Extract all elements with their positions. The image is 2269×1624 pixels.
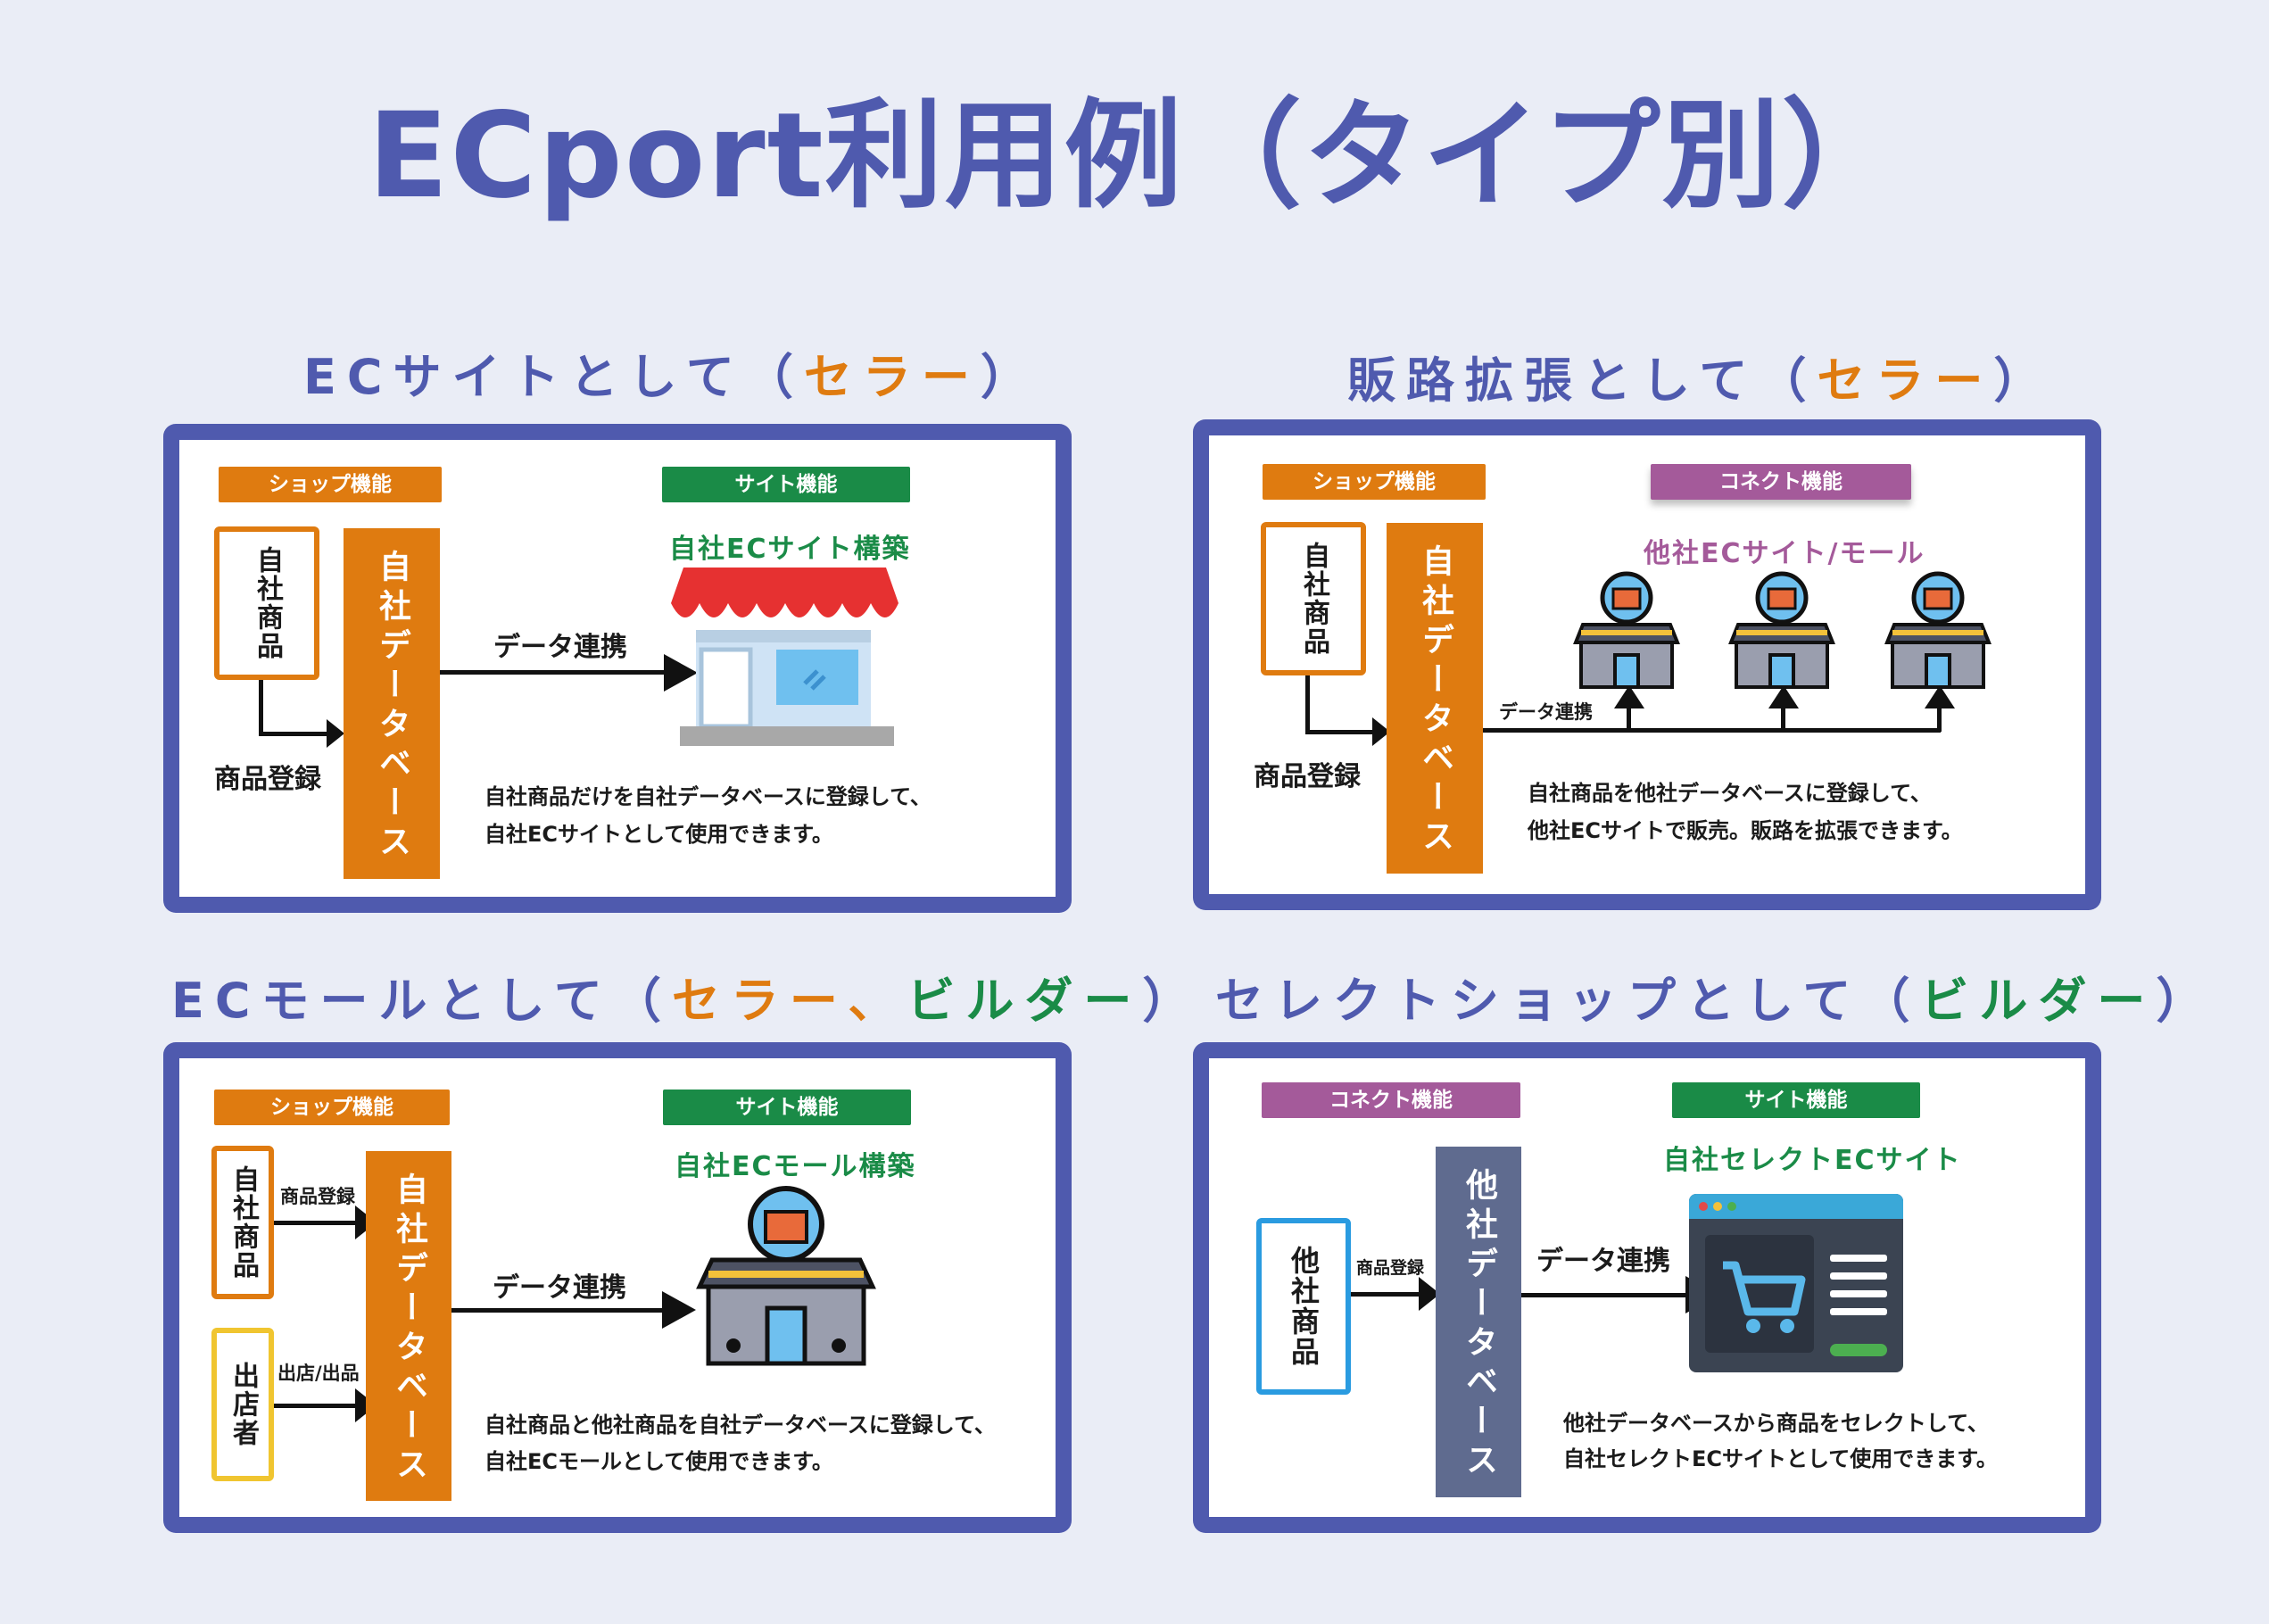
own-products-label: 自社商品 (228, 1165, 259, 1280)
database-label: 他社データベース (1461, 1168, 1497, 1482)
database-label: 自社データベース (1417, 544, 1453, 858)
page-title: ECport利用例（タイプ別） (368, 87, 1901, 225)
listing-label: 出店/出品 (277, 1363, 360, 1384)
tag-shop-function: ショップ機能 (214, 1090, 450, 1125)
web-cart-window-icon (1689, 1194, 1903, 1372)
connector-line (1351, 1292, 1422, 1297)
connector-line (1937, 705, 1942, 732)
own-database-bar: 自社データベース (366, 1151, 451, 1501)
connector-line (259, 680, 263, 735)
description-line: 自社商品だけを自社データベースに登録して、 (484, 784, 932, 809)
mall-building-icon (1884, 571, 1992, 689)
data-link-line (1521, 1293, 1687, 1297)
data-link-label: データ連携 (1536, 1246, 1670, 1277)
other-products-box: 他社商品 (1256, 1218, 1351, 1395)
own-database-bar: 自社データベース (344, 528, 440, 879)
section-title-close: ） (980, 349, 1039, 405)
section-title-close: ） (1993, 352, 2053, 409)
connector-line (274, 1221, 359, 1225)
section-title-text: セレクトショップとして（ (1215, 973, 1921, 1029)
connector-line (1305, 730, 1377, 734)
section-title-select-shop: セレクトショップとして（ビルダー） (1215, 970, 2215, 1032)
description-line: 他社データベースから商品をセレクトして、 (1563, 1411, 1989, 1436)
connector-line (1781, 705, 1785, 732)
own-products-box: 自社商品 (1261, 522, 1366, 675)
tag-site-function: サイト機能 (662, 467, 910, 502)
database-label: 自社データベース (374, 550, 410, 864)
own-products-label: 自社商品 (1298, 542, 1329, 656)
description-line: 自社ECモールとして使用できます。 (484, 1449, 833, 1474)
description-line: 自社セレクトECサイトとして使用できます。 (1563, 1446, 1998, 1471)
data-link-label: データ連携 (1499, 701, 1593, 723)
data-link-line (1483, 728, 1941, 733)
separator: 、 (848, 973, 907, 1029)
own-database-bar: 自社データベース (1387, 523, 1483, 874)
description-line: 他社ECサイトで販売。販路を拡張できます。 (1528, 818, 1963, 843)
seller-highlight: セラー (671, 973, 849, 1029)
section-title-text: 販路拡張として（ (1347, 352, 1818, 409)
section-title-ec-mall: ECモールとして（セラー、ビルダー） (171, 970, 1201, 1032)
caption-other-ec-sites: 他社ECサイト/モール (1644, 538, 1925, 569)
arrow-up-icon (1925, 685, 1955, 708)
tag-site-function: サイト機能 (663, 1090, 911, 1125)
builder-highlight: ビルダー (1920, 973, 2157, 1029)
register-label: 商品登録 (1356, 1258, 1425, 1278)
connector-line (1305, 675, 1310, 733)
seller-box: 出店者 (211, 1328, 274, 1481)
data-link-label: データ連携 (493, 632, 627, 663)
register-label: 商品登録 (214, 764, 321, 795)
arrow-up-icon (1614, 685, 1644, 708)
other-products-label: 他社商品 (1287, 1246, 1321, 1367)
mall-building-icon (1728, 571, 1835, 689)
section-title-text: ECモールとして（ (171, 973, 672, 1029)
database-label: 自社データベース (391, 1172, 427, 1487)
section-title-close: ） (2156, 973, 2215, 1029)
arrow-head-icon (1372, 717, 1390, 746)
caption-own-ec-site: 自社ECサイト構築 (669, 534, 911, 565)
own-products-box: 自社商品 (211, 1146, 274, 1299)
connector-line (274, 1404, 359, 1408)
shop-storefront-icon (671, 568, 898, 746)
other-database-bar: 他社データベース (1436, 1147, 1521, 1497)
arrow-head-icon (1419, 1277, 1440, 1311)
mall-building-icon (1573, 571, 1680, 689)
tag-shop-function: ショップ機能 (219, 467, 442, 502)
data-link-line (451, 1308, 664, 1313)
section-title-channel: 販路拡張として（セラー） (1347, 350, 2052, 412)
data-link-label: データ連携 (493, 1272, 626, 1304)
builder-highlight: ビルダー (907, 973, 1143, 1029)
mall-building-icon (696, 1186, 876, 1366)
caption-own-select-ec-site: 自社セレクトECサイト (1663, 1145, 1962, 1176)
tag-shop-function: ショップ機能 (1263, 464, 1486, 500)
own-products-label: 自社商品 (252, 546, 283, 660)
seller-highlight: セラー (1817, 352, 1994, 409)
description-line: 自社ECサイトとして使用できます。 (484, 822, 833, 847)
tag-connect-function: コネクト機能 (1651, 464, 1911, 500)
register-label: 商品登録 (1254, 761, 1361, 792)
arrow-up-icon (1768, 685, 1799, 708)
register-label: 商品登録 (280, 1186, 355, 1207)
connector-line (1627, 705, 1631, 732)
arrow-head-icon (327, 719, 344, 748)
own-products-box: 自社商品 (214, 526, 319, 680)
section-title-text: ECサイトとして（ (303, 349, 804, 405)
description-line: 自社商品を他社データベースに登録して、 (1528, 781, 1932, 806)
data-link-line (440, 670, 666, 675)
caption-own-ec-mall: 自社ECモール構築 (675, 1151, 916, 1182)
description-line: 自社商品と他社商品を自社データベースに登録して、 (484, 1413, 996, 1438)
tag-connect-function: コネクト機能 (1262, 1082, 1520, 1118)
section-title-close: ） (1142, 973, 1202, 1029)
tag-site-function: サイト機能 (1672, 1082, 1920, 1118)
arrow-head-icon (664, 654, 698, 692)
section-title-ec-site: ECサイトとして（セラー） (303, 346, 1039, 409)
seller-label: 出店者 (228, 1362, 259, 1447)
connector-line (259, 732, 330, 736)
arrow-head-icon (662, 1291, 696, 1329)
seller-highlight: セラー (803, 349, 981, 405)
